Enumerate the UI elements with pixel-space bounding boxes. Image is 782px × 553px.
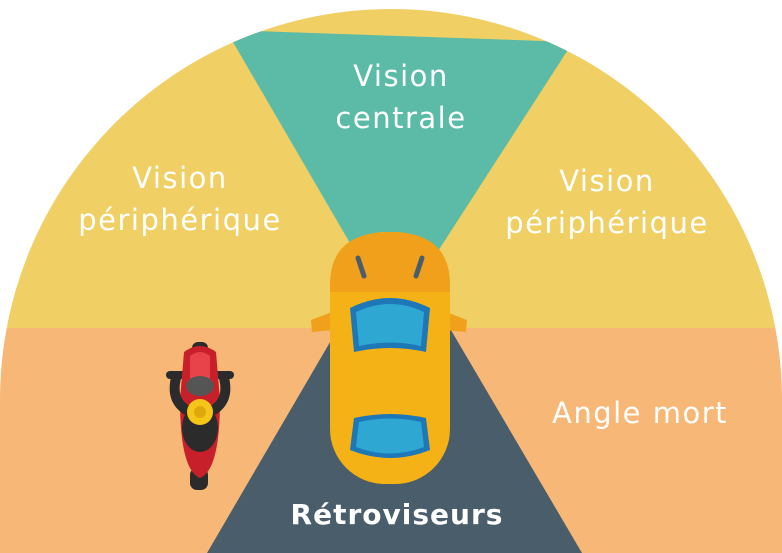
peripheral-vision-right-label: Vision périphérique — [467, 160, 747, 244]
peripheral-left-label-line2: périphérique — [78, 203, 282, 237]
peripheral-right-label-line2: périphérique — [505, 206, 709, 240]
central-vision-zone — [226, 30, 573, 262]
peripheral-vision-left-label: Vision périphérique — [40, 157, 320, 241]
central-vision-label-line1: Vision — [353, 59, 449, 93]
car-top-view-icon — [311, 232, 467, 484]
peripheral-right-label-line1: Vision — [559, 164, 655, 198]
central-vision-label: Vision centrale — [291, 55, 511, 139]
peripheral-left-label-line1: Vision — [132, 161, 228, 195]
blind-spot-label: Angle mort — [520, 392, 760, 434]
blind-spot-label-text: Angle mort — [551, 396, 729, 430]
central-vision-label-line2: centrale — [335, 101, 467, 135]
mirrors-label-text: Rétroviseurs — [290, 498, 504, 531]
mirrors-label: Rétroviseurs — [262, 494, 532, 536]
motorcycle-top-view-icon — [166, 342, 234, 490]
